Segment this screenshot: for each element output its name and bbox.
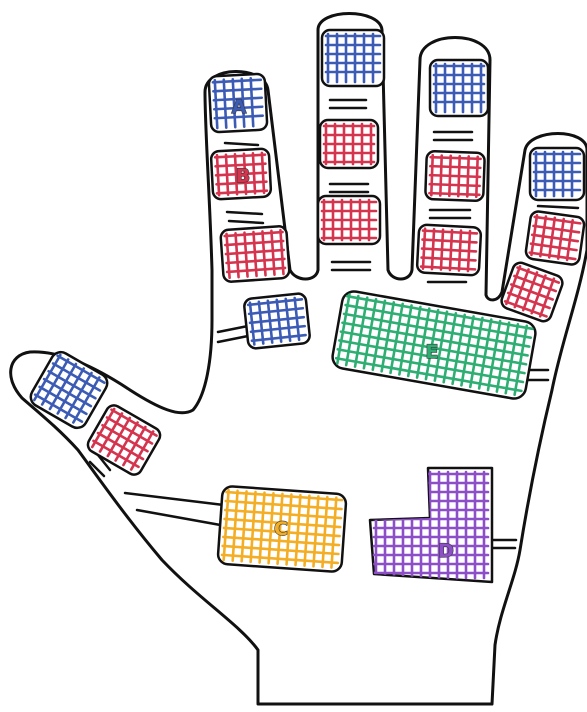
grid-line [429, 193, 479, 195]
pad-frame [530, 148, 584, 200]
label-c: C [274, 518, 288, 540]
grid-line [431, 157, 481, 159]
pad-ring-middle [425, 151, 485, 201]
label-d: D [438, 540, 454, 562]
pad-index-proximal [220, 226, 289, 282]
pad-middle-distal [322, 30, 384, 86]
pad-frame [322, 30, 384, 86]
pad-ring-proximal [417, 224, 481, 275]
pad-ring-distal [430, 60, 488, 116]
grid-line [430, 175, 480, 177]
label-e: E [426, 341, 439, 363]
pad-frame [430, 60, 488, 116]
label-b: B [236, 165, 250, 187]
pad-index-base [244, 293, 311, 349]
grid-line [430, 166, 480, 168]
pad-little-distal [530, 148, 584, 200]
pad-little-middle [525, 210, 585, 265]
label-a: A [232, 96, 247, 118]
pad-middle-middle [320, 120, 378, 168]
grid-line [430, 184, 480, 186]
pad-middle-proximal [318, 196, 380, 244]
